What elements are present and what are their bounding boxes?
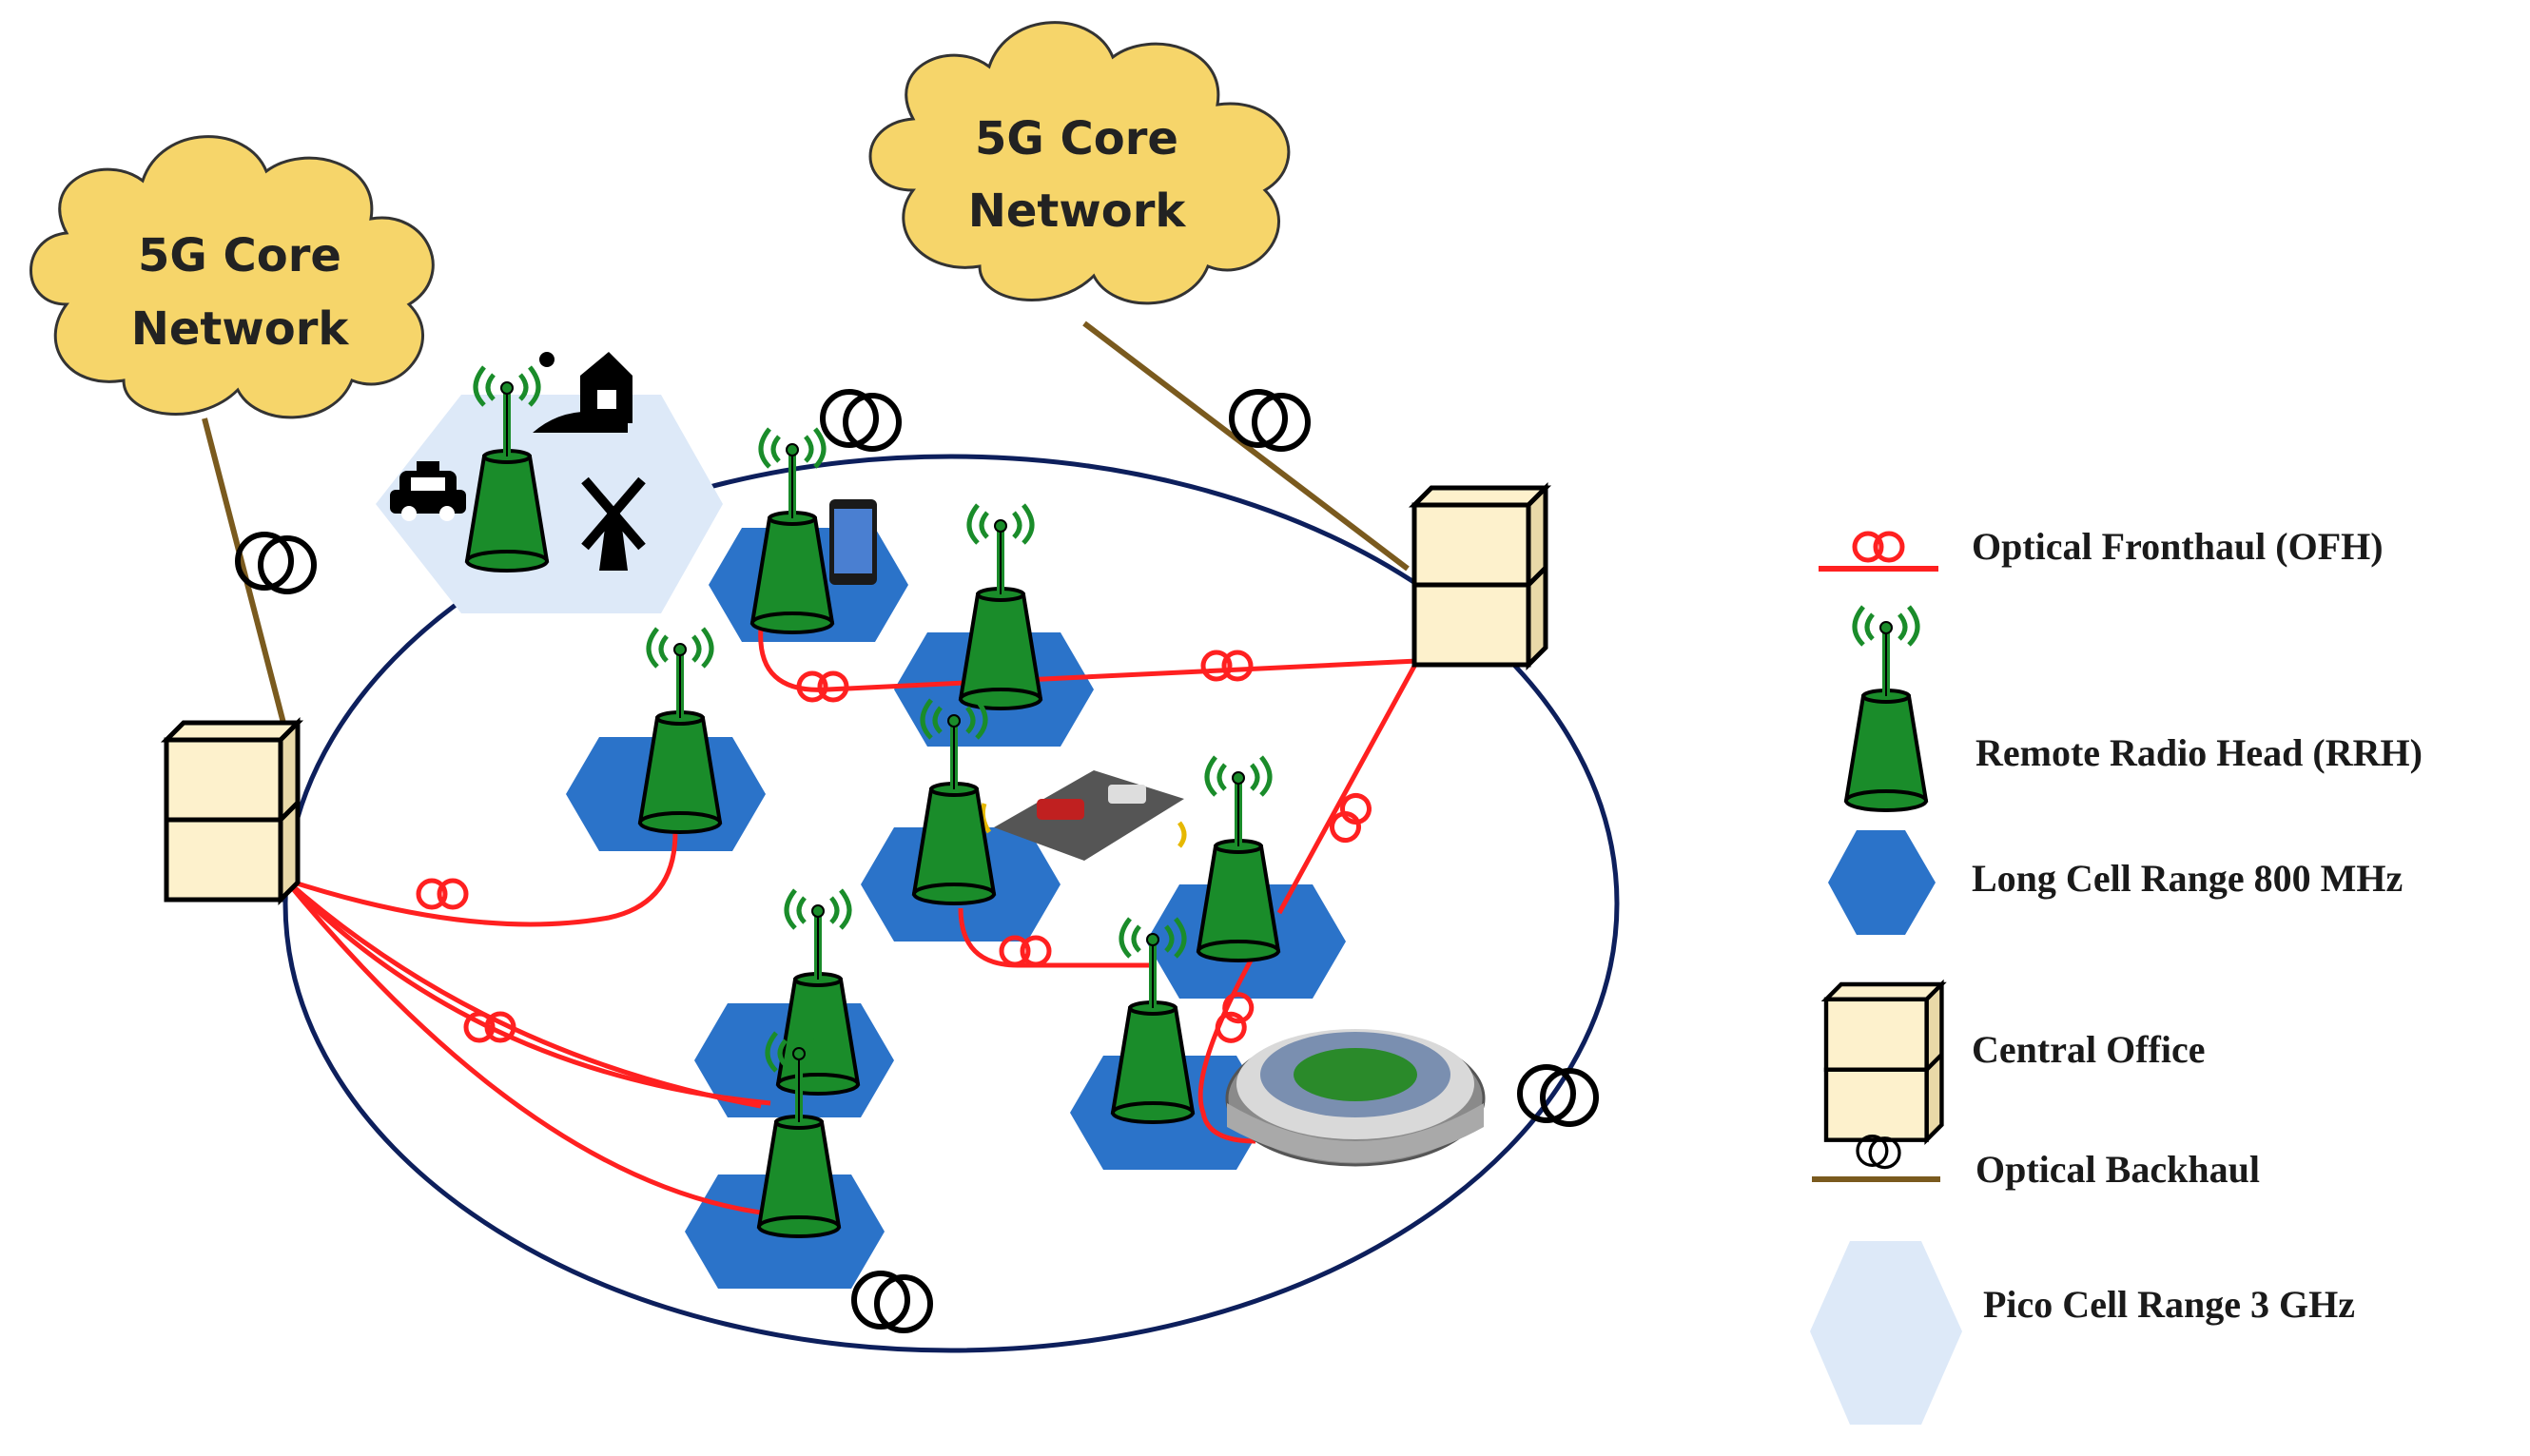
taxi-icon: [390, 461, 466, 521]
rrh-tower-icon: [1113, 919, 1193, 1122]
legend-ofh-symbol: [1819, 534, 1938, 572]
central-office-right: [1414, 488, 1546, 665]
backhaul-line-left: [202, 417, 288, 731]
cloud-right-line2: Network: [968, 184, 1187, 238]
fronthaul-loop-icon: [418, 881, 466, 907]
fronthaul-loop-icon: [1214, 991, 1255, 1045]
farm-icon: [533, 352, 632, 433]
stadium-icon: [1225, 1029, 1486, 1167]
highway-icon: [980, 770, 1187, 861]
rrh-tower-icon: [914, 700, 994, 903]
backhaul-coil-icon: [854, 1273, 930, 1330]
legend-pico-cell-label: Pico Cell Range 3 GHz: [1983, 1283, 2355, 1326]
smartphone-icon: [829, 499, 877, 585]
cloud-left-line2: Network: [131, 302, 350, 356]
rrh-tower-icon: [759, 1033, 839, 1236]
central-office-left: [166, 723, 298, 900]
cloud-right-line1: 5G Core: [975, 112, 1178, 165]
cloud-left-line1: 5G Core: [138, 229, 341, 282]
fronthaul-loop-icon: [1002, 938, 1049, 964]
service-area-ellipse: [282, 454, 1620, 1353]
legend-rrh-label: Remote Radio Head (RRH): [1975, 731, 2423, 774]
legend-backhaul-label: Optical Backhaul: [1975, 1148, 2260, 1191]
legend-long-cell-label: Long Cell Range 800 MHz: [1972, 857, 2403, 900]
legend-pico-cell-hexagon: [1810, 1241, 1962, 1425]
legend-central-office-label: Central Office: [1972, 1028, 2205, 1071]
fronthaul-loop-icon: [1327, 790, 1373, 844]
pico-cell-hexagon: [376, 395, 723, 613]
legend-backhaul-symbol: [1812, 1134, 1940, 1182]
legend: Optical Fronthaul (OFH) Remote Radio Hea…: [1810, 525, 2423, 1425]
backhaul-coil-icon: [238, 534, 314, 592]
fronthaul-loop-icon: [1203, 652, 1251, 679]
backhaul-coil-icon: [1232, 392, 1308, 449]
core-network-cloud-left: 5G Core Network: [29, 135, 435, 419]
legend-central-office-icon: [1826, 984, 1941, 1140]
backhaul-coil-icon: [1520, 1067, 1596, 1124]
backhaul-line-right: [1082, 320, 1410, 572]
rrh-tower-icon: [961, 505, 1041, 709]
core-network-cloud-right: 5G Core Network: [868, 21, 1291, 305]
legend-ofh-label: Optical Fronthaul (OFH): [1972, 525, 2384, 568]
rrh-tower-icon: [778, 890, 858, 1094]
rrh-tower-icon: [1198, 757, 1278, 961]
legend-rrh-icon: [1846, 607, 1926, 810]
legend-long-cell-hexagon: [1828, 830, 1936, 935]
windmill-icon: [581, 476, 646, 571]
rrh-tower-icon: [640, 629, 720, 832]
backhaul-coil-icon: [823, 392, 899, 449]
